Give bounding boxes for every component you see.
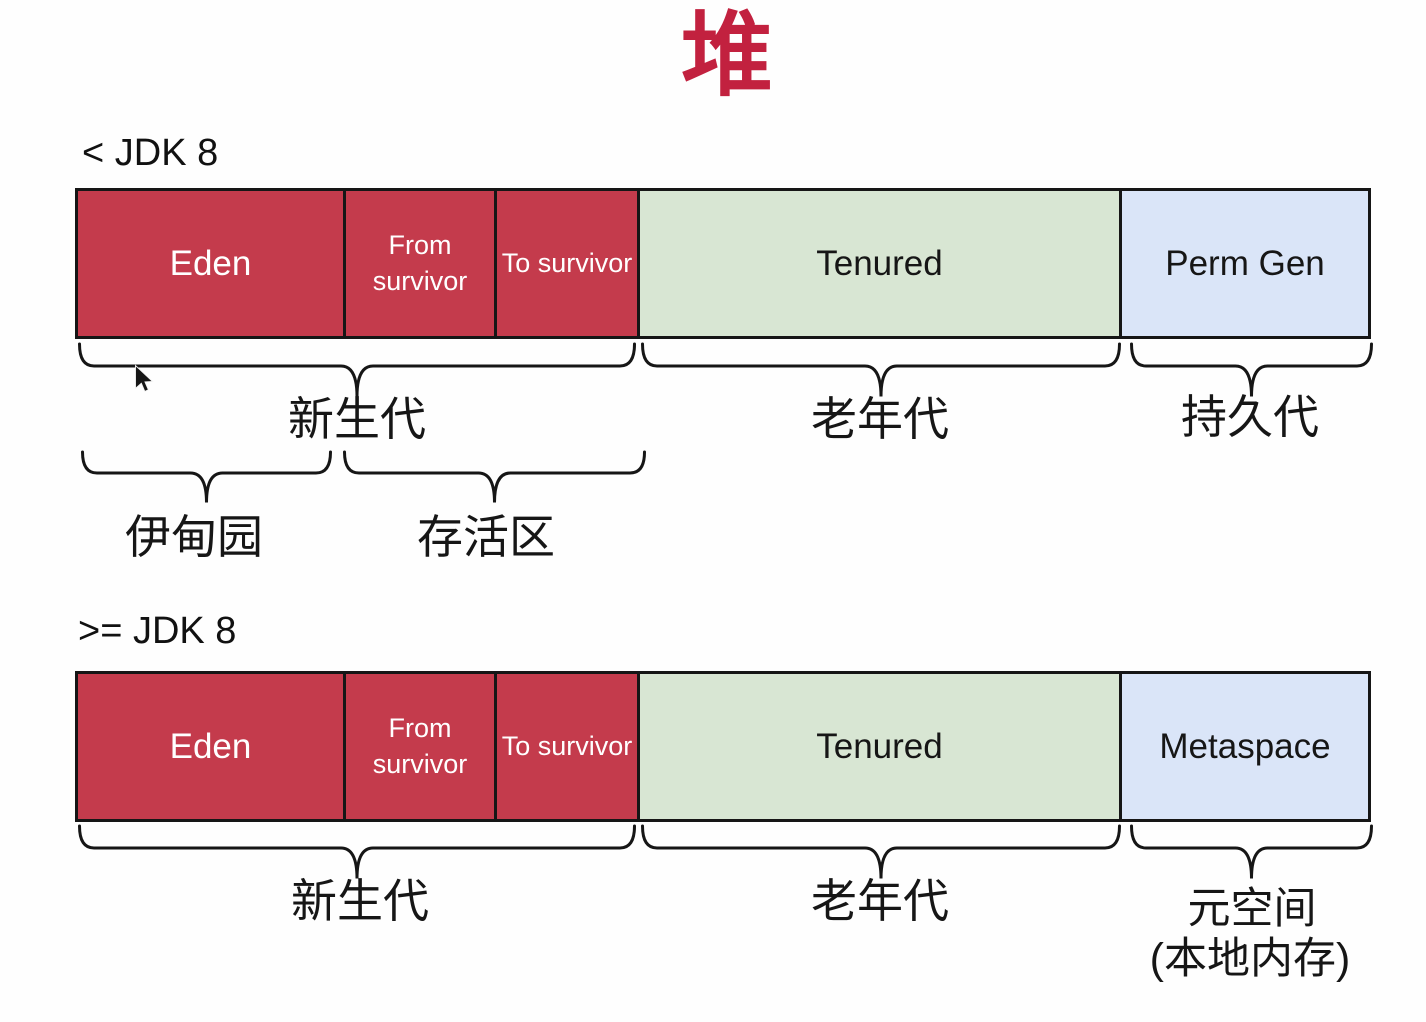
brace-metaspace: [1130, 824, 1373, 879]
segment-tenured: Tenured: [637, 191, 1119, 336]
mouse-cursor-icon: [135, 364, 154, 393]
label-metaspace-line1: 元空间: [1187, 885, 1317, 933]
segment-from-survivor-2: From survivor: [343, 674, 494, 819]
segment-tenured-2-label: Tenured: [816, 726, 943, 766]
segment-eden-2-label: Eden: [169, 726, 252, 766]
label-young-generation-row1: 新生代: [288, 393, 426, 445]
brace-young-gen-row1: [78, 342, 636, 397]
pre-jdk8-heap-bar: Eden From survivor To survivor Tenured P…: [75, 188, 1371, 339]
segment-tenured-label: Tenured: [816, 243, 943, 283]
segment-metaspace-label: Metaspace: [1159, 726, 1331, 766]
brace-old-gen-row2: [641, 824, 1121, 879]
segment-eden-label: Eden: [169, 243, 252, 283]
brace-survivor-area: [343, 450, 646, 503]
brace-old-gen-row1: [641, 342, 1121, 397]
label-survivor-area: 存活区: [417, 511, 555, 563]
post-jdk8-heap-bar: Eden From survivor To survivor Tenured M…: [75, 671, 1371, 822]
segment-perm-gen-label: Perm Gen: [1165, 243, 1325, 283]
segment-to-survivor-2-label: To survivor: [501, 730, 633, 761]
segment-from-survivor: From survivor: [343, 191, 494, 336]
segment-metaspace: Metaspace: [1119, 674, 1368, 819]
segment-to-survivor: To survivor: [494, 191, 637, 336]
segment-tenured-2: Tenured: [637, 674, 1119, 819]
brace-eden-area: [81, 450, 332, 503]
label-old-generation-row1: 老年代: [811, 393, 949, 445]
segment-to-survivor-label: To survivor: [501, 247, 633, 278]
segment-from-survivor-2-label: From survivor: [372, 712, 468, 779]
pre-jdk8-version-label: < JDK 8: [82, 132, 219, 174]
brace-perm-gen-row1: [1130, 342, 1373, 397]
segment-to-survivor-2: To survivor: [494, 674, 637, 819]
brace-young-gen-row2: [78, 824, 636, 879]
segment-eden-2: Eden: [78, 674, 343, 819]
post-jdk8-version-label: >= JDK 8: [78, 610, 237, 652]
label-metaspace-line2: (本地内存): [1149, 935, 1351, 983]
segment-eden: Eden: [78, 191, 343, 336]
segment-perm-gen: Perm Gen: [1119, 191, 1368, 336]
segment-from-survivor-label: From survivor: [372, 229, 468, 296]
label-permanent-generation: 持久代: [1181, 391, 1319, 443]
label-young-generation-row2: 新生代: [291, 875, 429, 927]
page-title: 堆: [680, 5, 774, 107]
label-eden-garden: 伊甸园: [125, 511, 263, 563]
label-old-generation-row2: 老年代: [811, 875, 949, 927]
